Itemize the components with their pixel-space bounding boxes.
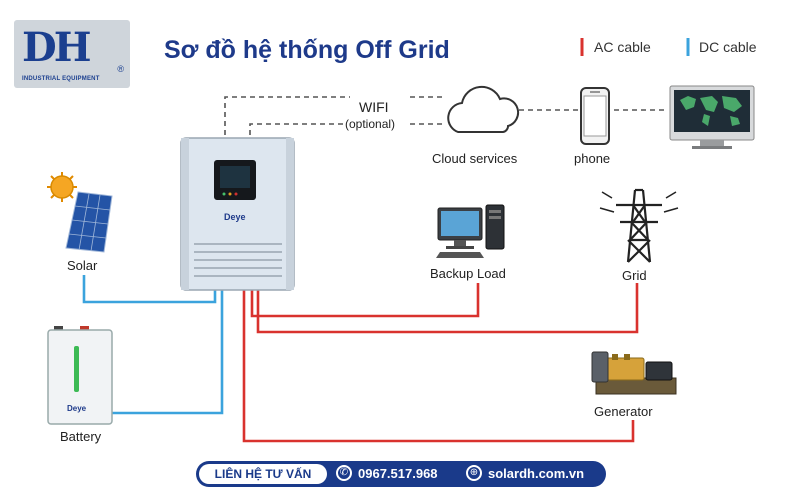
generator-label: Generator [594, 404, 653, 419]
phone-icon [580, 87, 610, 145]
backup-load-icon [436, 204, 505, 258]
cloud-services-label: Cloud services [432, 151, 518, 166]
monitor-icon [669, 85, 755, 149]
grid-label: Grid [622, 268, 647, 283]
contact-phone-link[interactable]: 0967.517.968 [358, 466, 438, 481]
wifi-dashed-links [224, 96, 668, 135]
generator-icon [591, 351, 677, 395]
cloud-icon [447, 85, 520, 133]
inverter-brand-label: Deye [224, 212, 246, 222]
ac-cables [242, 283, 639, 443]
logo-subtitle: INDUSTRIAL EQUIPMENT [22, 76, 100, 82]
battery-label: Battery [60, 429, 102, 444]
phone-label: phone [574, 151, 611, 166]
globe-icon: ⊕ [466, 465, 482, 481]
contact-bar: LIÊN HỆ TƯ VẤN ✆ 0967.517.968 ⊕ solardh.… [196, 461, 606, 487]
logo-mark: DH [22, 24, 92, 71]
battery-icon [47, 326, 113, 425]
legend-ac-label: AC cable [594, 39, 651, 55]
contact-cta-button[interactable]: LIÊN HỆ TƯ VẤN [199, 464, 327, 484]
page-title: Sơ đồ hệ thống Off Grid [164, 36, 450, 64]
grid-tower-icon [599, 188, 679, 263]
dc-cables [82, 275, 224, 415]
backup-load-label: Backup Load [430, 266, 506, 281]
contact-website-link[interactable]: solardh.com.vn [488, 466, 585, 481]
battery-brand-label: Deye [67, 404, 87, 413]
solar-icon [47, 172, 113, 253]
inverter-icon [180, 137, 295, 291]
solar-label: Solar [67, 258, 98, 273]
wifi-optional-label: (optional) [345, 117, 396, 131]
phone-call-icon: ✆ [336, 465, 352, 481]
legend-dc-label: DC cable [699, 39, 757, 55]
wifi-label: WIFI [359, 99, 389, 115]
logo-registered-mark: ® [117, 64, 124, 74]
brand-logo: DH ® INDUSTRIAL EQUIPMENT [14, 20, 130, 88]
